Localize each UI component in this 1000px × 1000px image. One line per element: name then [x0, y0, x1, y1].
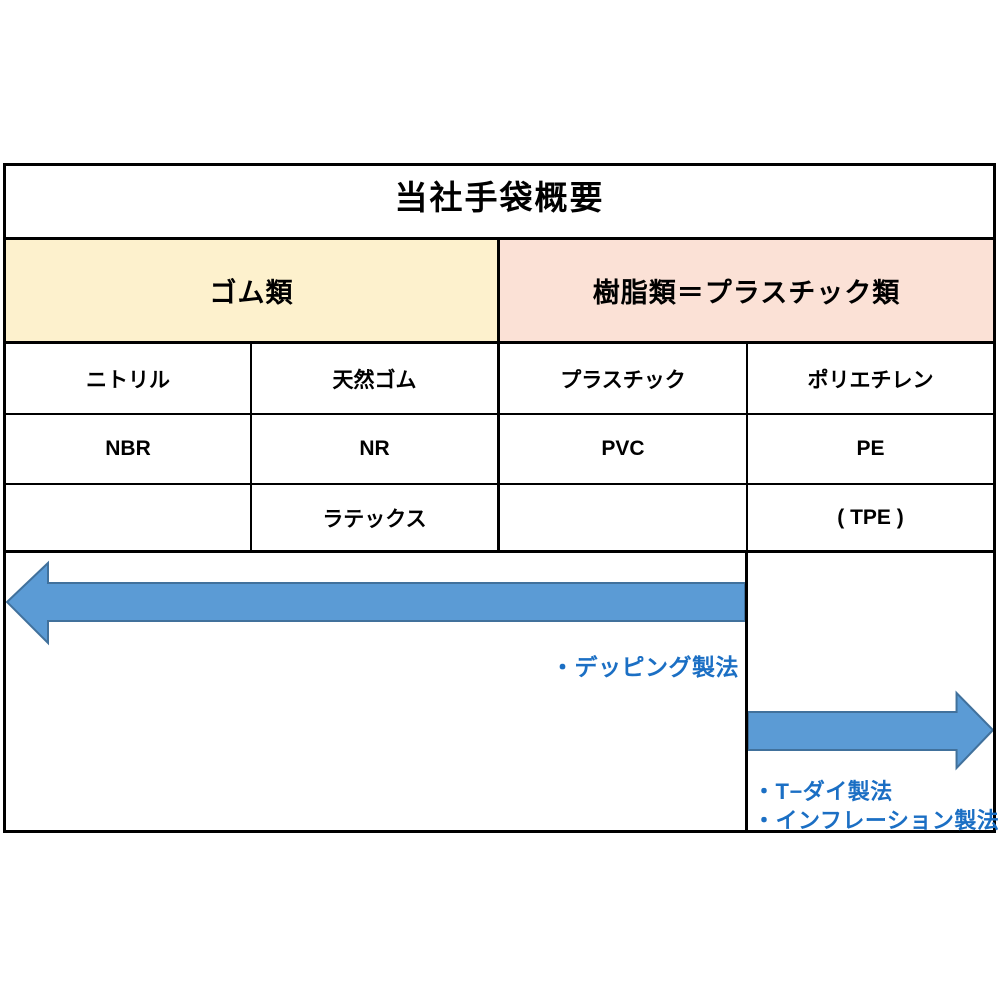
cell-material-code-pvc: PVC [500, 415, 748, 485]
cell-material-code-nbr: NBR [6, 415, 252, 485]
cell-material-name-plastic: プラスチック [500, 344, 748, 415]
cell-material-extra-empty-1 [6, 485, 252, 553]
cell-material-name-natural-rubber: 天然ゴム [252, 344, 500, 415]
dipping-method-label: ・デッピング製法 [551, 654, 739, 680]
cell-material-extra-empty-2 [500, 485, 748, 553]
table-title: 当社手袋概要 [6, 166, 993, 240]
overview-table: 当社手袋概要 ゴム類 樹脂類＝プラスチック類 ニトリル 天然ゴム プラスチック … [3, 163, 999, 833]
cell-material-extra-tpe: ( TPE ) [748, 485, 993, 553]
group-header-plastic: 樹脂類＝プラスチック類 [500, 240, 993, 344]
inflation-method-label: ・インフレーション製法 [753, 808, 1000, 833]
group-header-rubber: ゴム類 [6, 240, 500, 344]
tdie-method-label: ・T−ダイ製法 [753, 779, 893, 804]
cell-material-code-pe: PE [748, 415, 993, 485]
right-arrow [748, 690, 993, 771]
cell-material-code-nr: NR [252, 415, 500, 485]
cell-material-extra-latex: ラテックス [252, 485, 500, 553]
rubber-method-area: ・デッピング製法 [6, 553, 748, 830]
left-arrow [6, 560, 745, 646]
cell-material-name-polyethylene: ポリエチレン [748, 344, 993, 415]
plastic-method-area: ・T−ダイ製法 ・インフレーション製法 [748, 553, 999, 833]
cell-material-name-nitrile: ニトリル [6, 344, 252, 415]
